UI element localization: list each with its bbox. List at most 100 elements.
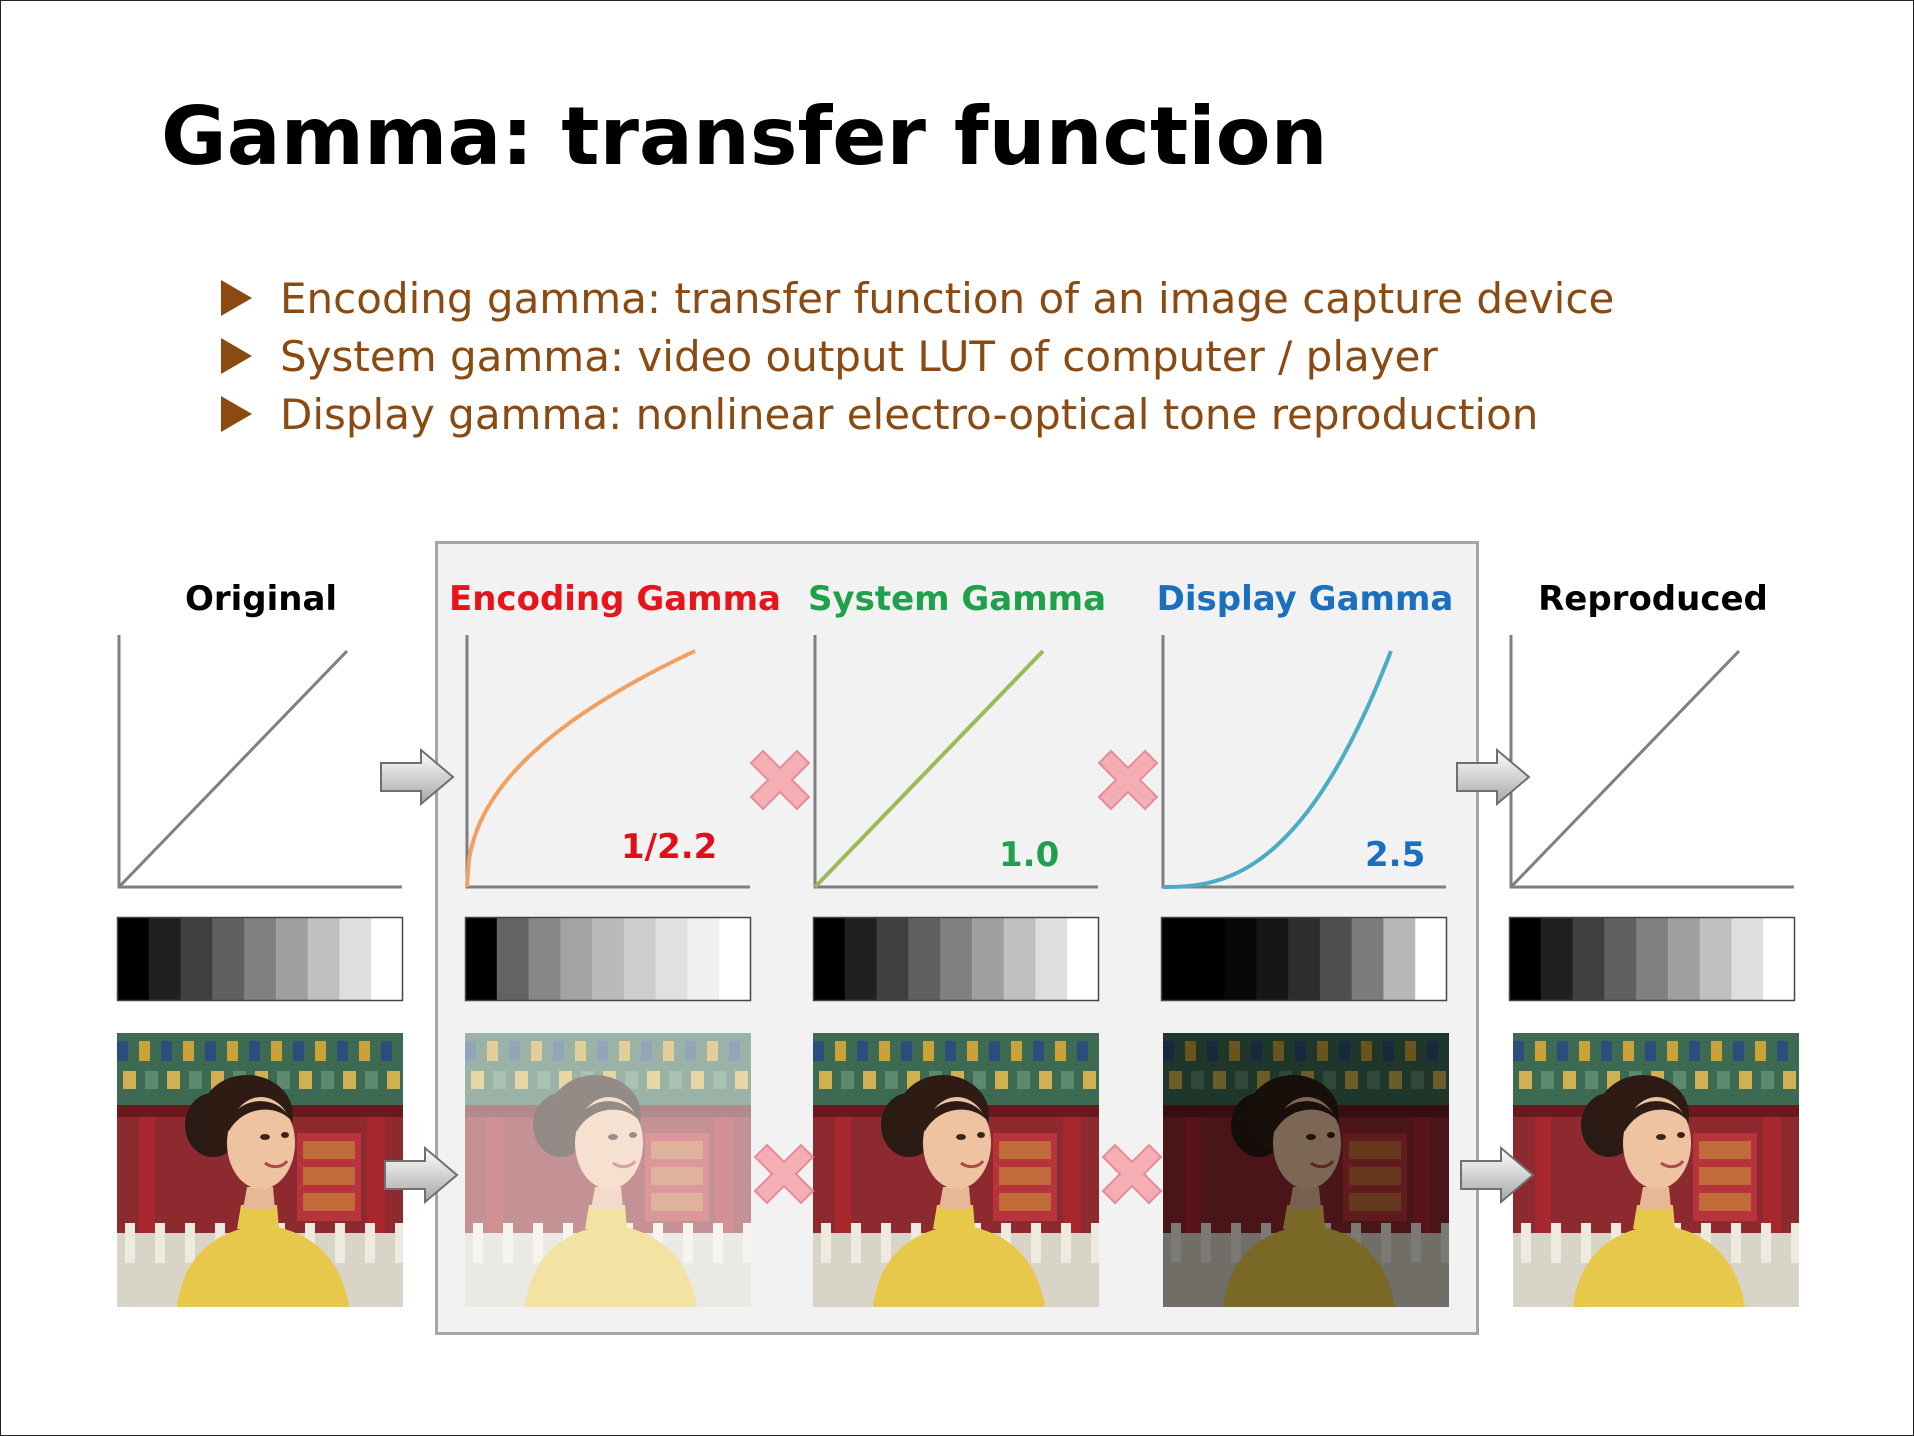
- hair-fringe: [573, 1101, 641, 1131]
- grayscale-bar-display: [1160, 916, 1448, 1002]
- eaves-pattern: [123, 1071, 136, 1089]
- neck: [1639, 1187, 1671, 1209]
- eaves-pattern: [1323, 1071, 1336, 1089]
- eaves-pattern: [1169, 1071, 1182, 1089]
- eaves-pattern: [183, 1041, 194, 1061]
- gray-step: [307, 917, 341, 1001]
- baluster: [365, 1223, 375, 1263]
- collar: [1283, 1205, 1325, 1229]
- pillar: [139, 1117, 155, 1237]
- eaves-pattern: [205, 1041, 216, 1061]
- eye: [608, 1134, 618, 1140]
- baluster: [533, 1223, 543, 1263]
- gray-step: [655, 917, 689, 1001]
- eaves-pattern: [1039, 1071, 1052, 1089]
- gray-step: [1731, 917, 1764, 1001]
- gamma-value-display: 2.5: [1365, 835, 1426, 875]
- eye: [1677, 1132, 1685, 1138]
- pillar: [1535, 1117, 1551, 1237]
- gray-step: [813, 917, 846, 1001]
- eaves-pattern: [537, 1071, 550, 1089]
- gray-step: [117, 917, 150, 1001]
- gray-step: [1572, 917, 1605, 1001]
- eaves-pattern: [1717, 1071, 1730, 1089]
- eaves-pattern: [299, 1071, 312, 1089]
- arrow-shape: [384, 1145, 459, 1205]
- collar: [1633, 1205, 1675, 1229]
- pillar: [367, 1117, 385, 1237]
- hair-fringe: [1271, 1101, 1339, 1131]
- collar: [933, 1205, 975, 1229]
- gray-step: [1383, 917, 1416, 1001]
- eaves-pattern: [167, 1071, 180, 1089]
- door-lattice: [1349, 1193, 1401, 1211]
- gray-step: [212, 917, 245, 1001]
- eaves-pattern: [1163, 1041, 1174, 1061]
- eaves-pattern: [1361, 1041, 1372, 1061]
- eaves-pattern: [1761, 1071, 1774, 1089]
- cross-shape: [1101, 1143, 1163, 1205]
- eaves-pattern: [1235, 1071, 1248, 1089]
- eaves-pattern: [1739, 1071, 1752, 1089]
- eye: [260, 1134, 270, 1140]
- eaves-pattern: [365, 1071, 378, 1089]
- dress: [177, 1225, 349, 1307]
- grayscale-bar-reproduced: [1508, 916, 1796, 1002]
- baluster: [713, 1223, 723, 1263]
- stage-title-encoding: Encoding Gamma: [449, 579, 781, 619]
- dress: [525, 1225, 697, 1307]
- eaves-pattern: [575, 1041, 586, 1061]
- eaves-pattern: [619, 1041, 630, 1061]
- multiply-cross-icon: [1101, 1143, 1163, 1205]
- eaves-pattern: [813, 1041, 824, 1061]
- baluster: [821, 1223, 831, 1263]
- gray-step: [244, 917, 277, 1001]
- gray-step: [844, 917, 878, 1001]
- neck: [243, 1187, 275, 1209]
- grayscale-bar-system: [812, 916, 1100, 1002]
- gray-step: [1161, 917, 1194, 1001]
- baluster: [1091, 1223, 1099, 1263]
- door-lattice: [303, 1141, 355, 1159]
- plot-reproduced: [1509, 635, 1794, 889]
- gray-step: [1003, 917, 1037, 1001]
- tone-overlay: [1163, 1033, 1449, 1307]
- right-arrow-icon: [1456, 747, 1531, 807]
- bullet-triangle-icon: [221, 280, 252, 316]
- eaves-pattern: [271, 1041, 282, 1061]
- eaves-pattern: [1017, 1071, 1030, 1089]
- eaves-pattern: [597, 1041, 608, 1061]
- eaves-pattern: [1519, 1071, 1532, 1089]
- eaves-pattern: [471, 1071, 484, 1089]
- eaves-pattern: [1579, 1041, 1590, 1061]
- multiply-cross-icon: [753, 1143, 815, 1205]
- mouth: [960, 1160, 985, 1169]
- eaves-pattern: [1345, 1071, 1358, 1089]
- eaves-pattern: [1535, 1041, 1546, 1061]
- eaves-pattern: [1055, 1041, 1066, 1061]
- eaves-pattern: [647, 1071, 660, 1089]
- eaves-pattern: [663, 1041, 674, 1061]
- gray-step: [1667, 917, 1701, 1001]
- collar: [237, 1205, 279, 1229]
- eaves-pattern: [1673, 1071, 1686, 1089]
- gray-step: [592, 917, 625, 1001]
- pillar: [1063, 1117, 1081, 1237]
- plot-axis: [1509, 635, 1794, 889]
- bullet-item: System gamma: video output LUT of comput…: [221, 327, 1614, 385]
- eaves-pattern: [1229, 1041, 1240, 1061]
- cross-shape: [1097, 749, 1159, 811]
- eaves-pattern: [641, 1041, 652, 1061]
- transfer-curve: [1163, 650, 1393, 889]
- eaves-pattern: [343, 1071, 356, 1089]
- eaves-pattern: [1433, 1071, 1446, 1089]
- bullet-item: Encoding gamma: transfer function of an …: [221, 269, 1614, 327]
- transfer-curve: [813, 649, 1045, 889]
- pillar: [1763, 1117, 1781, 1237]
- cross-shape: [753, 1143, 815, 1205]
- eaves-pattern: [835, 1041, 846, 1061]
- hair-fringe: [1621, 1101, 1689, 1131]
- eaves-pattern: [337, 1041, 348, 1061]
- door-lattice: [651, 1193, 703, 1211]
- eaves-pattern: [1033, 1041, 1044, 1061]
